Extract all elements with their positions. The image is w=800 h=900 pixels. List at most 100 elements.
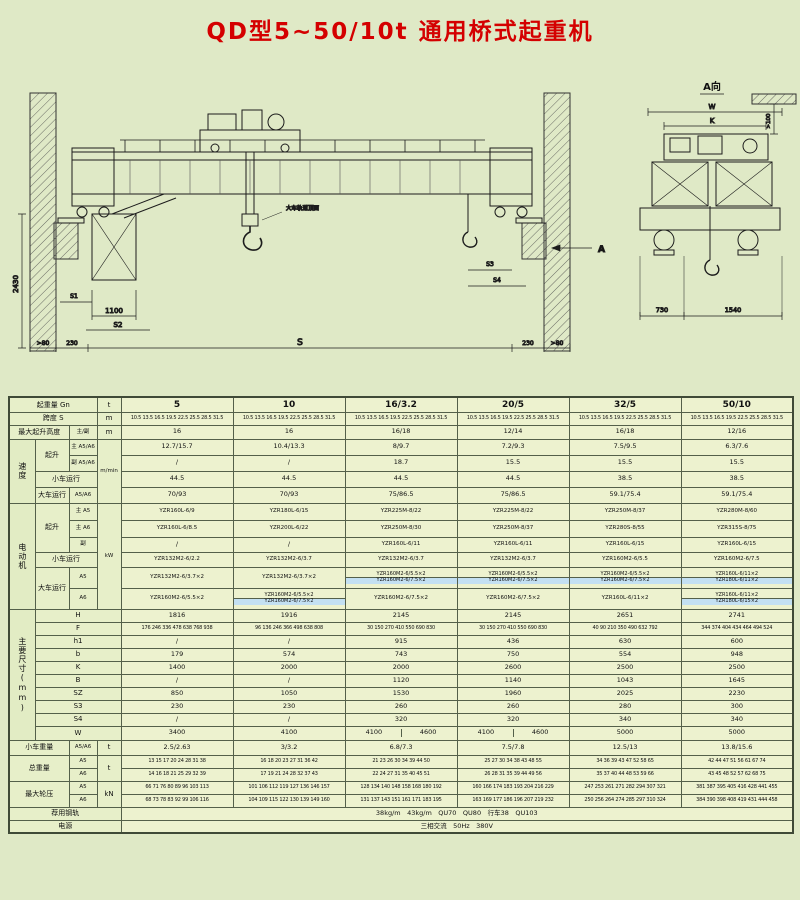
- table-cell: 574: [232, 647, 346, 662]
- table-cell: 59.1/75.4: [680, 486, 794, 504]
- table-cell: 16: [232, 424, 346, 440]
- end-view-top-dimensions: [648, 108, 782, 130]
- table-cell: 320: [344, 712, 458, 727]
- table-cell: /: [232, 536, 346, 553]
- table-cell: 10.5 13.5 16.5 19.5 22.5 25.5 28.5 31.5: [344, 411, 458, 426]
- table-cell: /: [120, 536, 234, 553]
- table-cell: 2651: [568, 608, 682, 623]
- table-cell: /: [120, 454, 234, 472]
- dim-1100-label: 1100: [105, 307, 123, 315]
- table-cell: YZR225M-8/22: [456, 502, 570, 521]
- elevation-dimensions: [18, 212, 592, 352]
- table-cell: 2025: [568, 686, 682, 701]
- table-cell: 34 36 39 43 47 52 58 65: [568, 754, 682, 769]
- right-runway-rail: [516, 218, 542, 223]
- table-cell: 104 109 115 122 130 139 149 160: [232, 793, 346, 808]
- end-view-trolley: [664, 134, 768, 160]
- table-cell: 160 166 174 183 193 204 216 229: [456, 780, 570, 795]
- table-cell: 59.1/75.4: [568, 486, 682, 504]
- table-cell: 小车运行: [34, 470, 98, 488]
- table-cell: kN: [96, 780, 122, 808]
- table-cell: 179: [120, 647, 234, 662]
- table-cell: 电源: [8, 819, 122, 834]
- table-cell: 43 45 48 52 57 62 68 75: [680, 767, 794, 782]
- table-cell: F: [34, 621, 122, 636]
- table-cell: 44.5: [456, 470, 570, 488]
- table-cell: 10.5 13.5 16.5 19.5 22.5 25.5 28.5 31.5: [120, 411, 234, 426]
- table-cell: 主要尺寸(mm): [8, 608, 36, 741]
- table-cell: /: [120, 634, 234, 649]
- table-cell-value: YZR160L-6/11×2: [715, 591, 759, 598]
- table-cell: t: [96, 754, 122, 782]
- table-cell: 2.5/2.63: [120, 739, 234, 756]
- table-cell-alt-value: YZR160M2-6/7.5×2: [346, 577, 457, 584]
- table-cell: 40 90 210 350 490 632 792: [568, 621, 682, 636]
- table-cell: /: [232, 712, 346, 727]
- table-cell-alt-value: YZR160M2-6/7.5×2: [234, 598, 345, 605]
- table-cell-value: YZR160M2-6/5.5×2: [264, 591, 314, 598]
- table-cell: 3400: [120, 725, 234, 741]
- table-cell: 7.5/9.5: [568, 438, 682, 456]
- table-cell: YZR132M2-6/2.2: [120, 551, 234, 568]
- table-cell: 101 106 112 119 127 136 146 157: [232, 780, 346, 795]
- table-cell: 42 44 47 51 56 61 67 74: [680, 754, 794, 769]
- table-cell: YZR160M2-6/7.5×2: [344, 587, 458, 610]
- table-cell: /: [120, 712, 234, 727]
- table-cell: 436: [456, 634, 570, 649]
- table-cell: 1400: [120, 660, 234, 675]
- table-cell: S4: [34, 712, 122, 727]
- table-cell: YZR160L-6/11: [456, 536, 570, 553]
- table-cell: 副 A5/A6: [68, 454, 98, 472]
- table-cell: 1816: [120, 608, 234, 623]
- table-cell: YZR280M-8/60: [680, 502, 794, 521]
- table-cell: 2000: [344, 660, 458, 675]
- table-cell-value: YZR160M2-6/5.5×2: [376, 570, 426, 577]
- end-view-girders: [652, 162, 772, 206]
- table-cell: 44.5: [232, 470, 346, 488]
- table-cell: 12/14: [456, 424, 570, 440]
- table-cell: 16: [120, 424, 234, 440]
- table-cell: 38.5: [568, 470, 682, 488]
- table-cell: B: [34, 673, 122, 688]
- table-cell: 16/18: [344, 424, 458, 440]
- dim-s4-label: S4: [493, 277, 501, 284]
- table-cell: K: [34, 660, 122, 675]
- dim-1540-label: 1540: [725, 306, 742, 314]
- table-cell: 128 134 140 148 158 168 180 192: [344, 780, 458, 795]
- table-cell: 75/86.5: [344, 486, 458, 504]
- girder-railing: [120, 140, 485, 152]
- table-cell: A6: [68, 587, 98, 610]
- table-cell: 10.4/13.3: [232, 438, 346, 456]
- table-cell: YZR160M2-6/7.5: [680, 551, 794, 568]
- dim-w-label: W: [709, 103, 716, 111]
- table-cell: 小车运行: [34, 551, 98, 568]
- table-cell: SZ: [34, 686, 122, 701]
- elevation-drawing: 1100 S2 >80 230 S 230 >80 2430 S1 S3 S4 …: [12, 93, 606, 352]
- table-cell: 2000: [232, 660, 346, 675]
- left-wall-hatch: [30, 93, 56, 351]
- table-cell: 1645: [680, 673, 794, 688]
- table-cell: 荐用钢轨: [8, 806, 122, 821]
- table-cell: H: [34, 608, 122, 623]
- table-cell: 21 23 26 30 34 39 44 50: [344, 754, 458, 769]
- table-cell: 6.8/7.3: [344, 739, 458, 756]
- table-cell: 2145: [456, 608, 570, 623]
- table-cell-alt-value: YZR160M2-6/7.5×2: [458, 577, 569, 584]
- table-cell: 915: [344, 634, 458, 649]
- table-cell: 大车运行: [34, 566, 70, 610]
- aux-hook: [463, 194, 477, 247]
- table-cell: W: [34, 725, 122, 741]
